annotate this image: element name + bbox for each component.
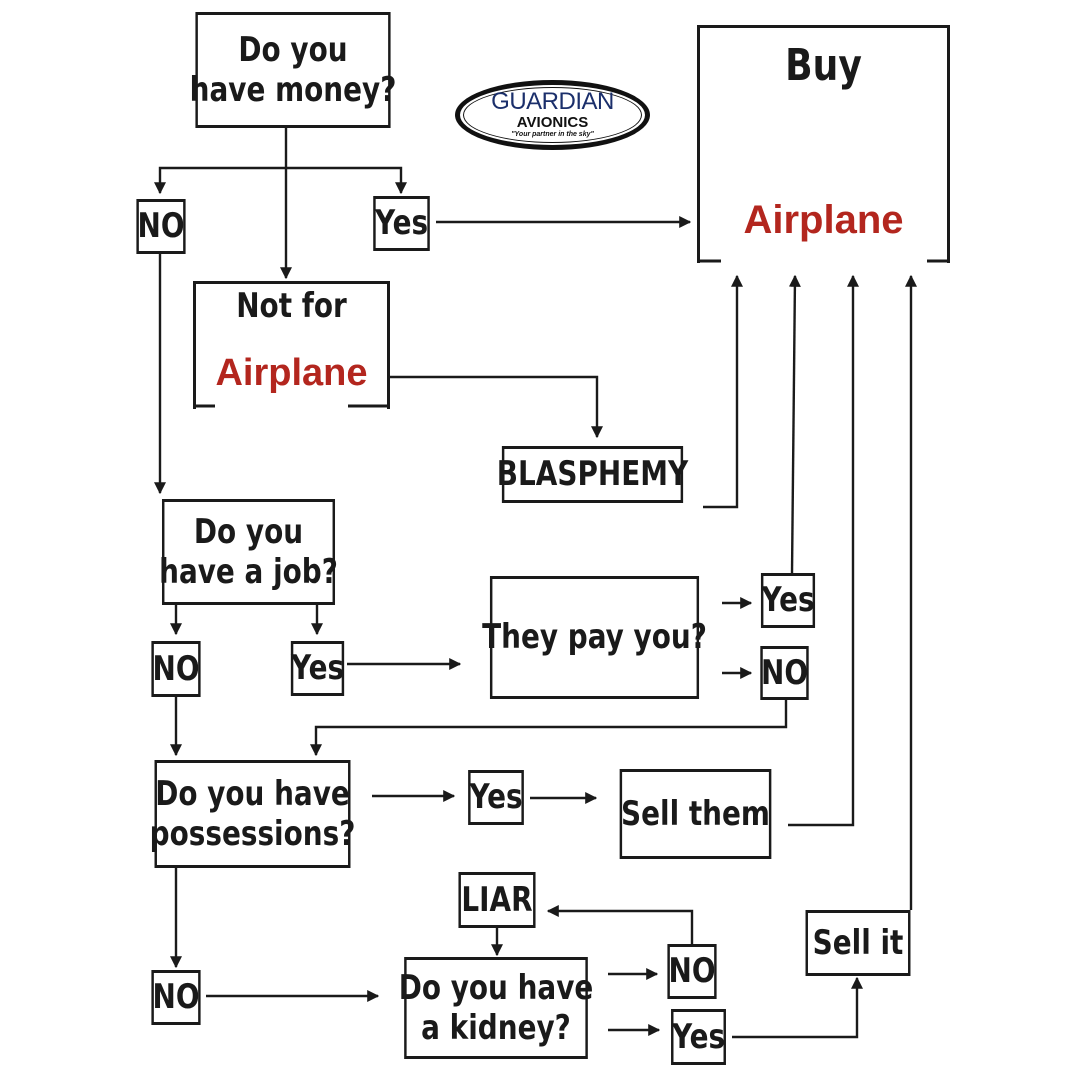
pay-question-label: They pay you? <box>482 617 707 658</box>
job-question-box: Do you have a job? <box>159 499 338 605</box>
money-question-line2: have money? <box>189 70 397 110</box>
money-no-label: NO <box>137 206 185 247</box>
possessions-no-label: NO <box>152 977 200 1018</box>
pay-no-label: NO <box>760 652 809 693</box>
not-for-airplane-label: Airplane <box>215 352 368 394</box>
possessions-question-box: Do you have possessions? <box>150 760 355 868</box>
edge-notfor-to-blasphemy <box>390 375 603 439</box>
edge-sellthem-to-buy <box>788 274 859 827</box>
logo-tagline: "Your partner in the sky" <box>511 131 594 138</box>
kidney-question-line2: a kidney? <box>421 1008 571 1048</box>
pay-yes-box: Yes <box>760 573 816 628</box>
money-question-line1: Do you <box>238 29 348 70</box>
possessions-yes-label: Yes <box>469 777 523 818</box>
logo-name: GUARDIAN <box>491 88 614 115</box>
possessions-question-line2: possessions? <box>149 814 356 854</box>
buy-label: Buy <box>785 40 862 91</box>
pay-question-box: They pay you? <box>482 576 707 699</box>
not-for-airplane-box: Not for Airplane <box>193 281 390 409</box>
job-no-box: NO <box>151 641 201 697</box>
money-question-box: Do you have money? <box>190 12 396 128</box>
pay-yes-label: Yes <box>761 580 815 621</box>
money-yes-box: Yes <box>373 196 430 251</box>
buy-airplane-label: Airplane <box>743 198 904 242</box>
sell-it-box: Sell it <box>805 910 911 976</box>
buy-airplane-box: Buy Airplane <box>697 25 950 263</box>
possessions-no-box: NO <box>151 970 201 1025</box>
blasphemy-box: BLASPHEMY <box>497 446 688 503</box>
edge-money-to-yes <box>286 166 407 195</box>
kidney-yes-box: Yes <box>671 1009 726 1065</box>
liar-box: LIAR <box>458 872 536 928</box>
buy-bracket-feet <box>697 259 950 263</box>
edge-payyes-to-buy <box>788 274 801 574</box>
money-yes-label: Yes <box>374 203 429 244</box>
kidney-question-line1: Do you have <box>398 967 594 1008</box>
edge-money-to-no <box>154 166 286 195</box>
sell-it-label: Sell it <box>812 922 904 963</box>
job-yes-label: Yes <box>290 648 345 689</box>
kidney-no-label: NO <box>668 951 716 992</box>
sell-them-box: Sell them <box>619 769 772 859</box>
job-no-label: NO <box>152 648 200 689</box>
guardian-avionics-logo: GUARDIAN AVIONICS "Your partner in the s… <box>455 80 650 150</box>
job-question-line1: Do you <box>193 511 304 552</box>
kidney-yes-label: Yes <box>671 1016 726 1057</box>
job-yes-box: Yes <box>290 641 345 696</box>
not-for-bracket-feet <box>193 404 390 408</box>
not-for-label: Not for <box>236 286 347 326</box>
kidney-question-box: Do you have a kidney? <box>399 957 593 1059</box>
edge-blasphemy-to-buy <box>703 274 743 509</box>
liar-label: LIAR <box>461 879 533 920</box>
kidney-no-box: NO <box>667 944 717 999</box>
pay-no-box: NO <box>760 646 809 700</box>
possessions-question-line1: Do you have <box>155 773 350 814</box>
logo-oval-inner <box>463 87 642 143</box>
possessions-yes-box: Yes <box>468 770 524 825</box>
job-question-line2: have a job? <box>159 552 338 592</box>
money-no-box: NO <box>136 199 186 254</box>
sell-them-label: Sell them <box>621 793 770 834</box>
edge-payno-to-possessions <box>310 700 788 757</box>
logo-subname: AVIONICS <box>516 114 589 131</box>
edge-no-to-liar <box>546 905 694 944</box>
blasphemy-label: BLASPHEMY <box>496 454 689 495</box>
edge-yes-to-sellit <box>732 976 863 1039</box>
